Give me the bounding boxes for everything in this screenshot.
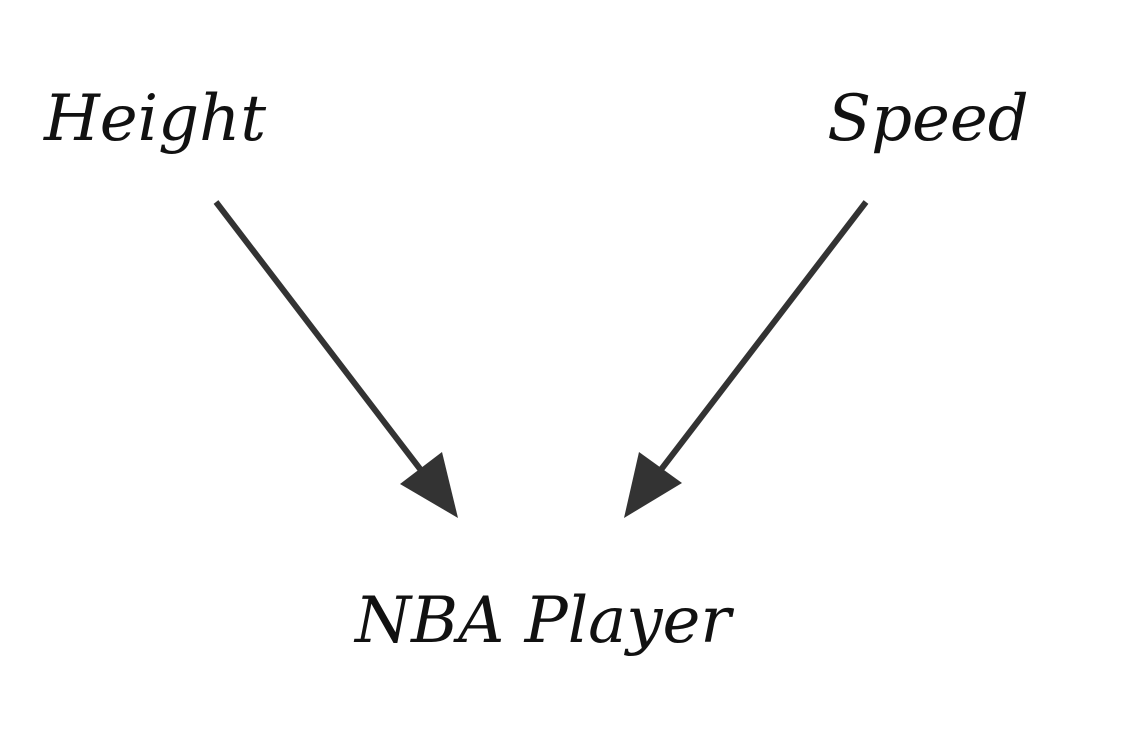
edge-speed-to-nba-player [624, 200, 869, 518]
node-nba-player: NBA Player [353, 584, 734, 658]
node-speed: Speed [827, 82, 1029, 156]
edge-line [213, 200, 433, 484]
arrowhead-icon [624, 452, 682, 518]
arrowhead-icon [400, 452, 458, 518]
edge-line [647, 200, 869, 486]
edge-height-to-nba-player [213, 200, 458, 518]
node-height: Height [43, 82, 266, 156]
